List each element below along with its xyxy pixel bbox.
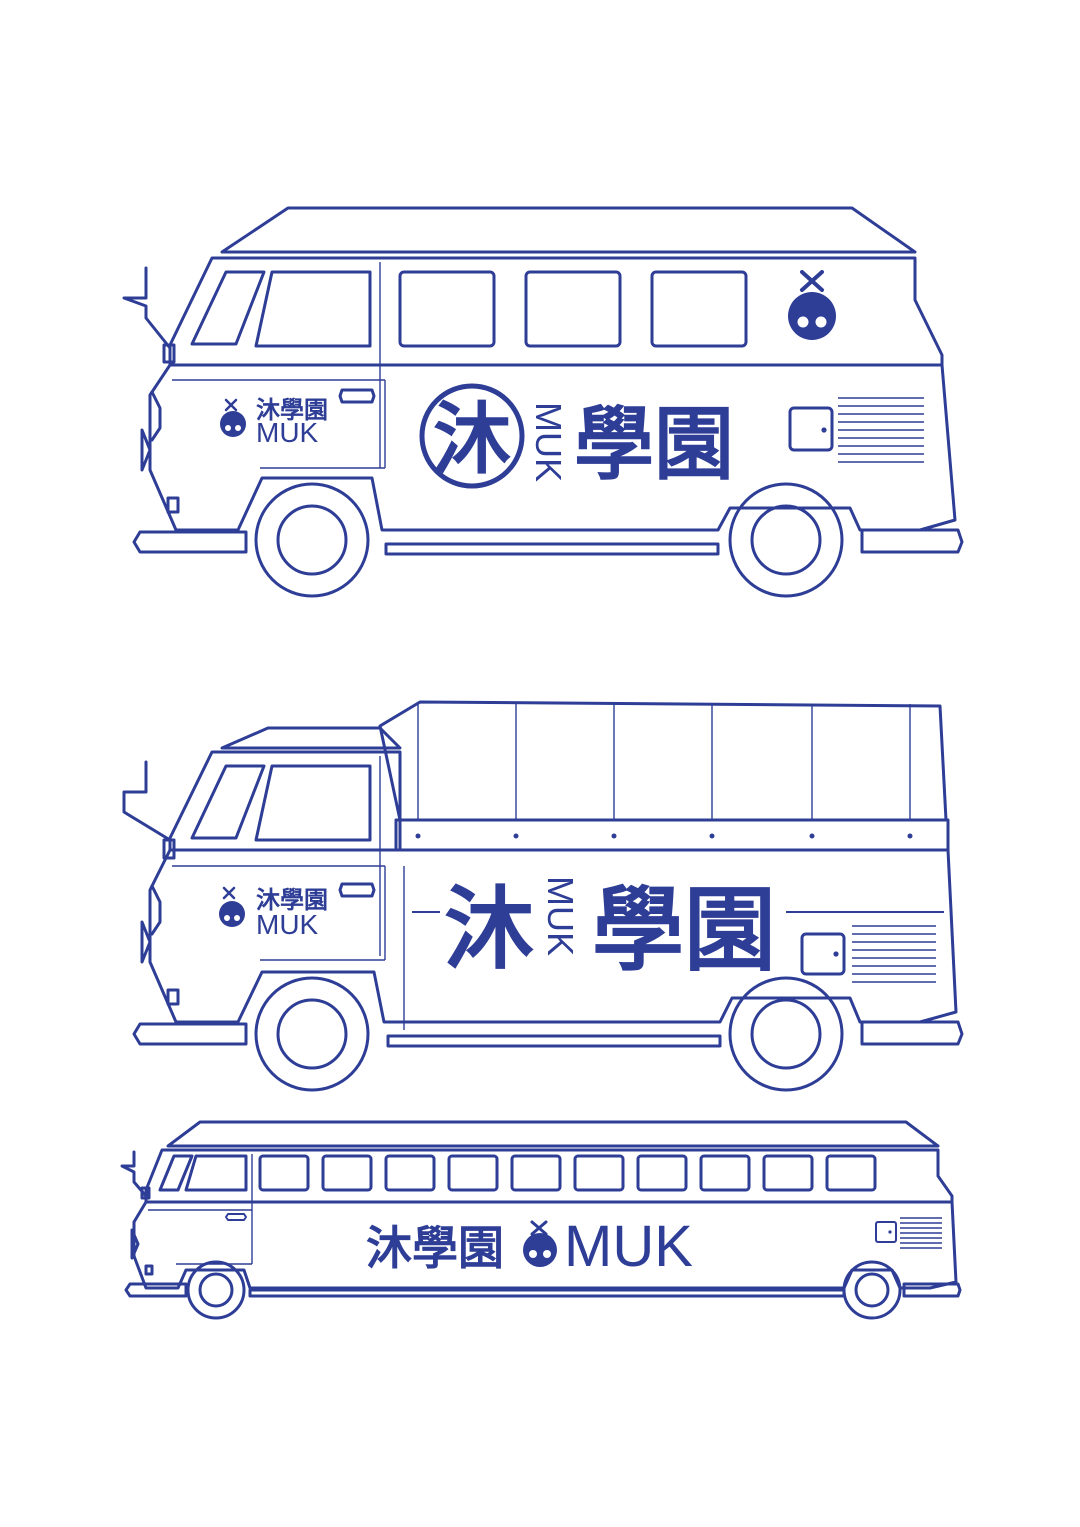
truck-cab-brand-cjk: 沐學園: [256, 886, 328, 914]
van-livery-xue-yuan: 學園: [574, 398, 734, 491]
truck-livery-latin-vertical: MUK: [540, 876, 581, 956]
bus-front-wheel: [186, 1260, 246, 1320]
bus-livery-brand-cjk: 沐學園: [366, 1221, 504, 1275]
bus-illustration: 沐學園 MUK: [120, 1120, 962, 1320]
van-mascot-large: [788, 270, 836, 340]
truck-livery-char-mu: 沐: [444, 877, 534, 982]
van-cab-brand-latin: MUK: [256, 417, 319, 448]
bus-windows: [258, 1154, 877, 1192]
bomb-mascot-icon: [523, 1220, 557, 1267]
bus-livery-brand-latin: MUK: [564, 1214, 693, 1279]
van-rear-wheel: [728, 482, 844, 598]
van-illustration: 沐學園 MUK 沐 MUK 學園: [122, 206, 964, 598]
truck-mascot-small: [219, 886, 245, 927]
truck-livery: 沐 MUK 學園: [412, 876, 944, 984]
van-livery-char-mu: 沐: [433, 395, 511, 485]
bus-rear-wheel: [842, 1260, 902, 1320]
truck-livery-xue-yuan: 學園: [592, 877, 776, 984]
bus-vent-grille: [900, 1217, 942, 1249]
truck-illustration: 沐學園 MUK 沐 MUK 學園: [122, 700, 964, 1092]
truck-vent-grille: [852, 925, 936, 983]
van-cab-brand-cjk: 沐學園: [256, 396, 328, 424]
van-vent-grille: [838, 397, 924, 463]
van-livery: 沐 MUK 學園: [419, 383, 734, 491]
truck-cab-brand-latin: MUK: [256, 909, 319, 940]
bus-livery: 沐學園 MUK: [366, 1214, 693, 1279]
truck-front-wheel: [254, 976, 370, 1092]
van-mascot-small: [220, 398, 246, 437]
truck-rear-wheel: [728, 976, 844, 1092]
van-livery-latin-vertical: MUK: [528, 402, 569, 482]
truck-cover-seams: [417, 704, 911, 820]
van-front-wheel: [254, 482, 370, 598]
